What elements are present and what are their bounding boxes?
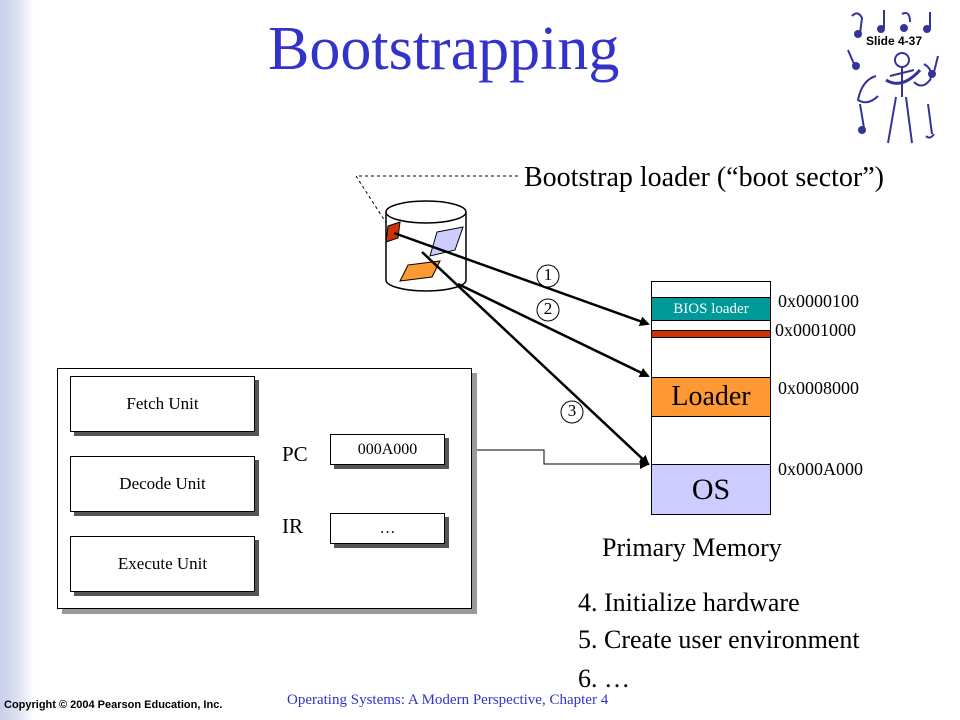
slide-number: Slide 4-37 (866, 34, 923, 48)
step-marker-3: 3 (567, 401, 577, 420)
footer-book-title: Operating Systems: A Modern Perspective,… (287, 692, 609, 708)
execute-unit: Execute Unit (70, 536, 255, 592)
primary-memory-label: Primary Memory (602, 533, 782, 562)
step-5: 5. Create user environment (578, 625, 860, 654)
bios-loader-region: BIOS loader (651, 297, 771, 321)
disk-icon (385, 200, 467, 292)
decode-unit: Decode Unit (70, 456, 255, 512)
address-0x000A000: 0x000A000 (778, 459, 863, 479)
os-region: OS (651, 464, 771, 515)
address-0x0008000: 0x0008000 (778, 378, 859, 398)
fetch-unit: Fetch Unit (70, 376, 255, 432)
ir-register: … (330, 513, 445, 544)
bootstrap-loader-label: Bootstrap loader (“boot sector”) (524, 162, 884, 193)
address-0x0000100: 0x0000100 (778, 291, 859, 311)
loader-region: Loader (651, 377, 771, 417)
step-marker-1: 1 (543, 265, 553, 284)
slide-title: Bootstrapping (268, 15, 620, 83)
pc-register: 000A000 (330, 434, 445, 465)
pc-label: PC (282, 442, 308, 466)
step-marker-2: 2 (543, 299, 553, 318)
step-4: 4. Initialize hardware (578, 588, 800, 617)
ir-label: IR (282, 514, 303, 538)
musician-clipart-icon (847, 10, 939, 144)
left-decorative-bar (0, 0, 34, 720)
address-0x0001000: 0x0001000 (775, 320, 856, 340)
boot-sector-region (651, 330, 771, 338)
copyright-notice: Copyright © 2004 Pearson Education, Inc. (4, 699, 223, 711)
step-6: 6. … (578, 664, 630, 693)
